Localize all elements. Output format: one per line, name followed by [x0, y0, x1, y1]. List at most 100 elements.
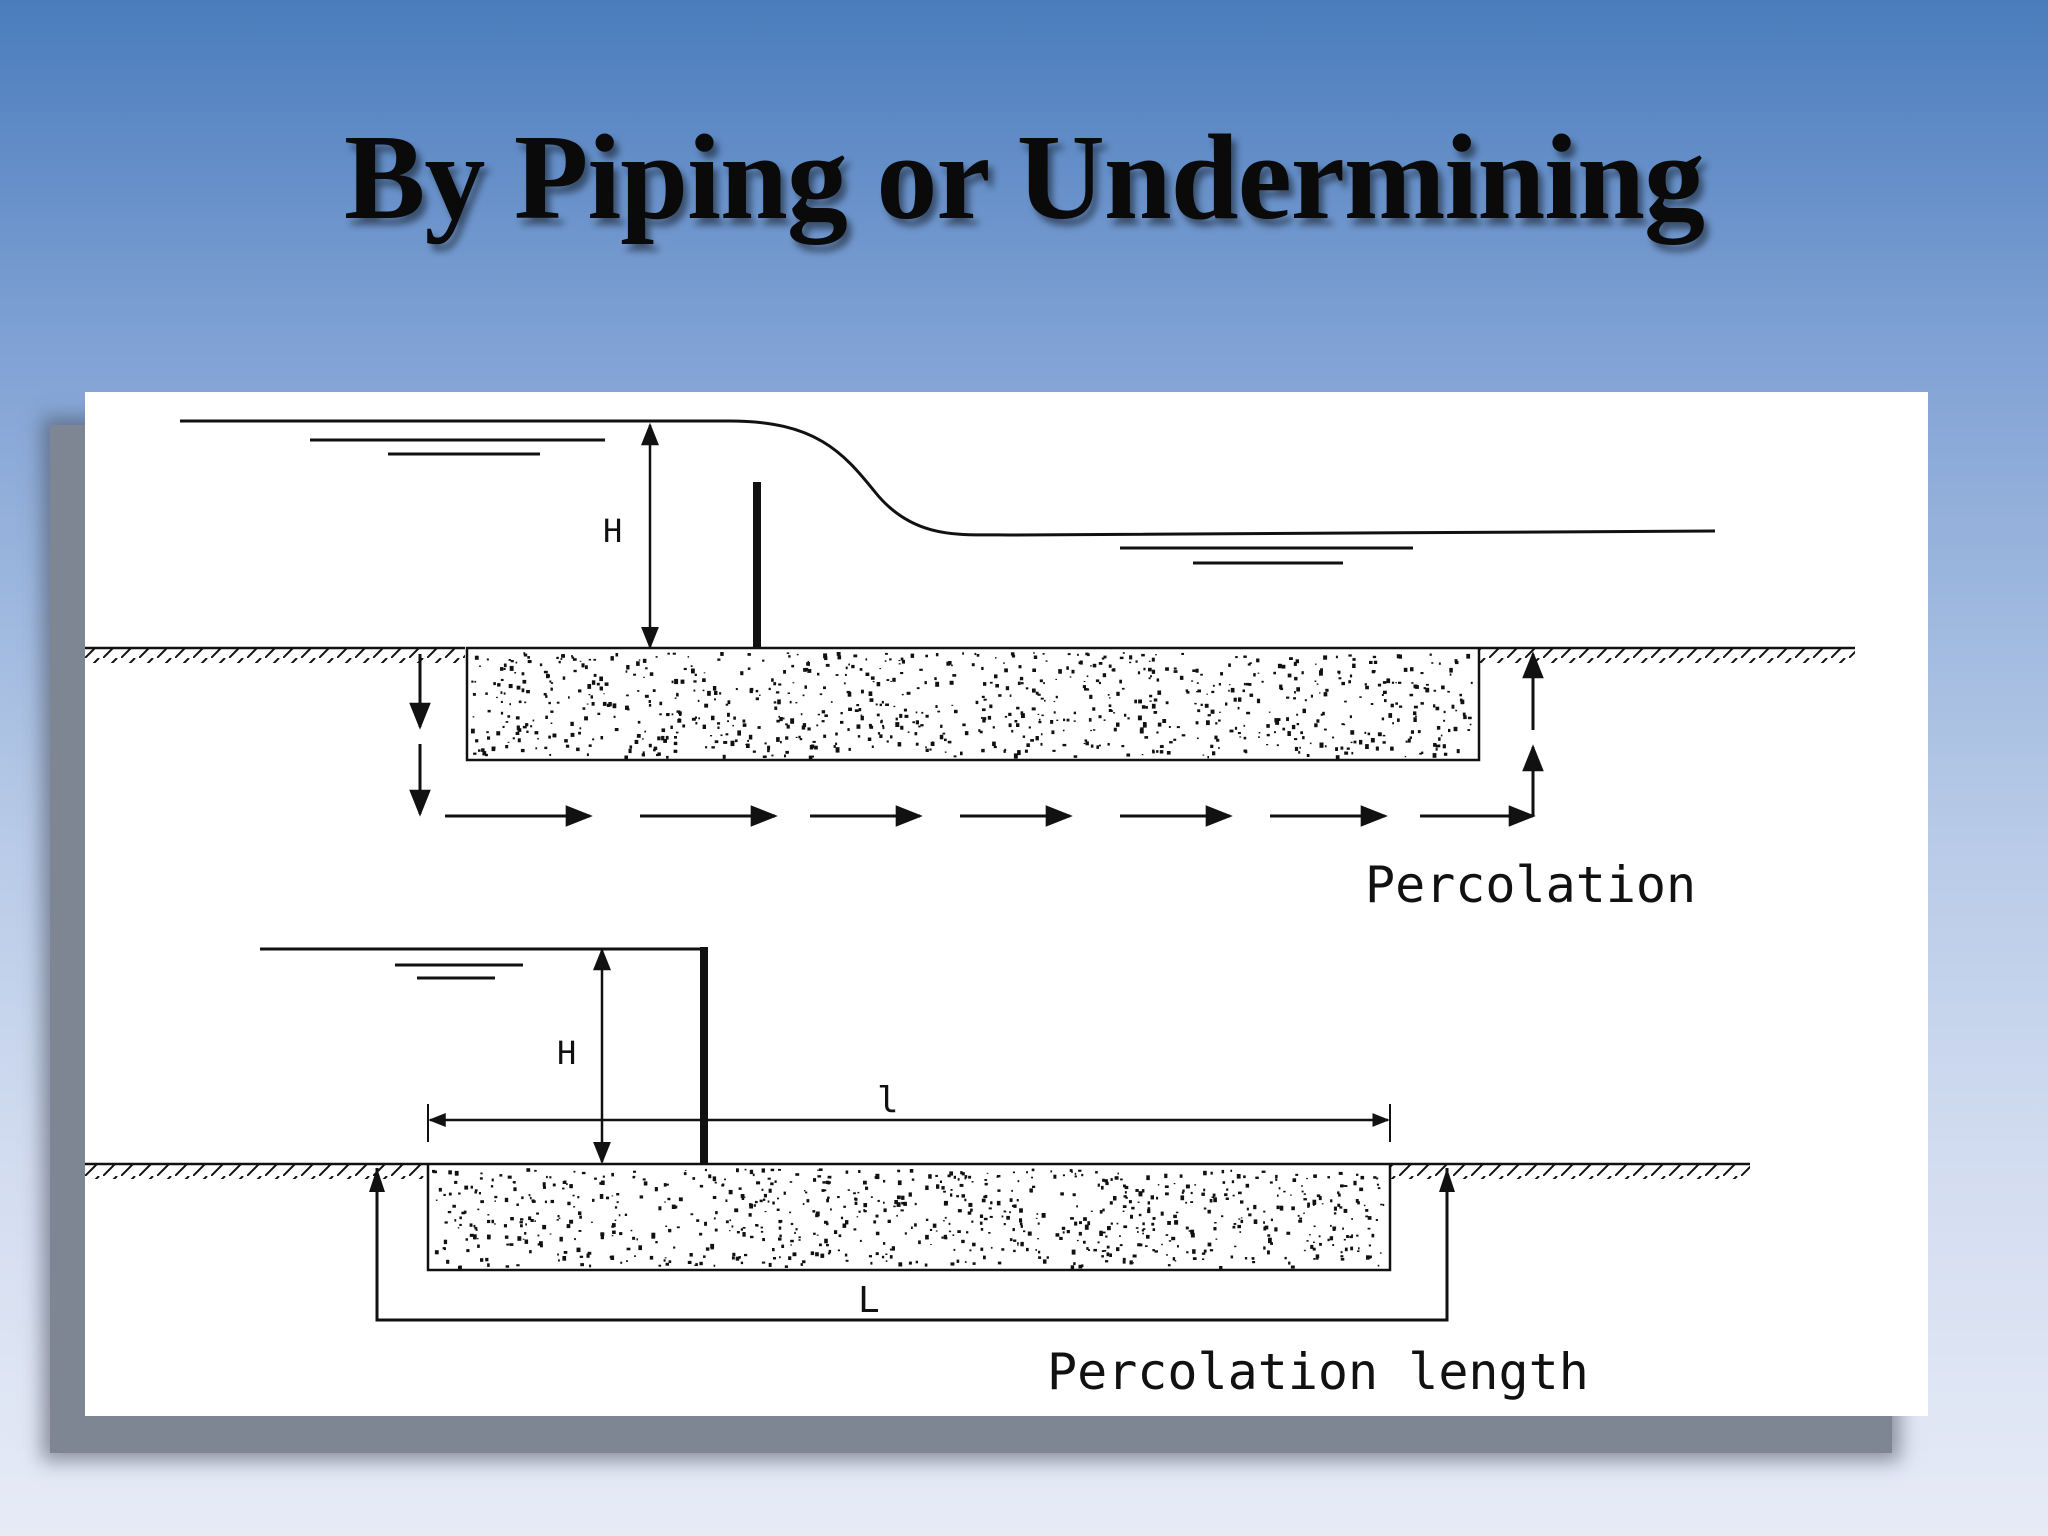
stipple-dot [1119, 656, 1124, 660]
stipple-dot [472, 693, 476, 696]
stipple-dot [1316, 719, 1320, 723]
stipple-dot [1335, 755, 1340, 761]
stipple-dot [932, 741, 934, 744]
stipple-dot [960, 751, 963, 756]
stipple-dot [1382, 1203, 1385, 1206]
stipple-dot [473, 1224, 476, 1228]
stipple-dot [1104, 1179, 1108, 1183]
stipple-dot [588, 658, 592, 661]
stipple-dot [792, 682, 795, 684]
stipple-dot [736, 1231, 740, 1234]
stipple-dot [779, 717, 783, 722]
stipple-dot [827, 1252, 831, 1255]
stipple-dot [1173, 738, 1177, 741]
stipple-dot [1239, 1231, 1242, 1233]
stipple-dot [767, 749, 770, 753]
stipple-dot [485, 692, 488, 695]
stipple-dot [564, 739, 568, 743]
stipple-dot [474, 1189, 478, 1192]
stipple-dot [882, 724, 884, 727]
stipple-dot [848, 707, 852, 711]
stipple-dot [465, 1238, 468, 1241]
stipple-dot [581, 663, 585, 668]
stipple-dot [929, 748, 932, 751]
stipple-dot [475, 1229, 478, 1231]
stipple-dot [461, 1211, 465, 1215]
stipple-dot [915, 711, 918, 714]
stipple-dot [1292, 1178, 1297, 1182]
stipple-dot [961, 1172, 965, 1176]
stipple-dot [1371, 1233, 1375, 1238]
stipple-dot [704, 1168, 707, 1172]
stipple-dot [903, 708, 907, 712]
stipple-dot [1238, 1191, 1242, 1195]
stipple-dot [593, 658, 597, 661]
stipple-dot [550, 1199, 554, 1204]
stipple-dot [1315, 1254, 1320, 1259]
stipple-dot [1349, 715, 1352, 719]
stipple-dot [1081, 1173, 1084, 1177]
stipple-dot [1066, 718, 1070, 722]
stipple-dot [883, 1208, 887, 1213]
stipple-dot [980, 1228, 984, 1231]
stipple-dot [433, 1170, 437, 1174]
stipple-dot [447, 1211, 452, 1214]
stipple-dot [1121, 745, 1125, 748]
stipple-dot [916, 687, 920, 690]
stipple-dot [1409, 693, 1414, 697]
stipple-dot [1033, 655, 1038, 659]
stipple-dot [1086, 1247, 1089, 1250]
stipple-dot [1248, 1213, 1252, 1217]
stipple-dot [824, 1189, 827, 1192]
stipple-dot [1284, 1256, 1287, 1260]
stipple-dot [810, 1251, 815, 1256]
stipple-dot [1303, 1193, 1306, 1195]
stipple-dot [689, 1253, 693, 1257]
stipple-dot [1283, 1190, 1286, 1193]
stipple-dot [664, 1257, 667, 1259]
stipple-dot [1185, 689, 1189, 692]
stipple-dot [655, 1241, 658, 1244]
stipple-dot [699, 1261, 703, 1266]
stipple-dot [804, 685, 807, 689]
stipple-dot [969, 1249, 972, 1252]
stipple-dot [613, 715, 616, 718]
stipple-dot [497, 683, 501, 687]
stipple-dot [885, 703, 889, 706]
stipple-dot [735, 688, 738, 691]
stipple-dot [1301, 1190, 1304, 1193]
stipple-dot [612, 1230, 616, 1234]
stipple-dot [1226, 1188, 1229, 1191]
stipple-dot [1435, 744, 1439, 748]
stipple-dot [699, 1184, 704, 1188]
stipple-dot [529, 1196, 532, 1200]
stipple-dot [924, 1263, 928, 1267]
stipple-dot [1438, 662, 1441, 665]
stipple-dot [1013, 1249, 1016, 1253]
stipple-dot [1275, 1174, 1278, 1179]
stipple-dot [747, 739, 749, 742]
stipple-dot [950, 1262, 955, 1266]
stipple-dot [881, 719, 883, 722]
stipple-dot [1225, 1197, 1229, 1200]
stipple-dot [572, 658, 577, 661]
stipple-dot [1035, 1217, 1038, 1219]
stipple-dot [1142, 1232, 1144, 1235]
stipple-dot [517, 728, 522, 732]
stipple-dot [865, 672, 870, 676]
stipple-dot [1106, 1252, 1110, 1257]
stipple-dot [690, 1213, 694, 1216]
stipple-dot [474, 1227, 478, 1230]
stipple-dot [812, 740, 816, 743]
stipple-dot [944, 1201, 948, 1205]
stipple-dot [1071, 1249, 1076, 1255]
stipple-dot [1032, 688, 1036, 693]
stipple-dot [853, 654, 858, 658]
stipple-dot [642, 1178, 646, 1181]
stipple-dot [1023, 1230, 1026, 1233]
stipple-dot [565, 744, 570, 748]
stipple-dot [1306, 754, 1310, 757]
stipple-dot [526, 730, 529, 733]
stipple-dot [638, 659, 641, 661]
stipple-dot [1294, 676, 1298, 681]
